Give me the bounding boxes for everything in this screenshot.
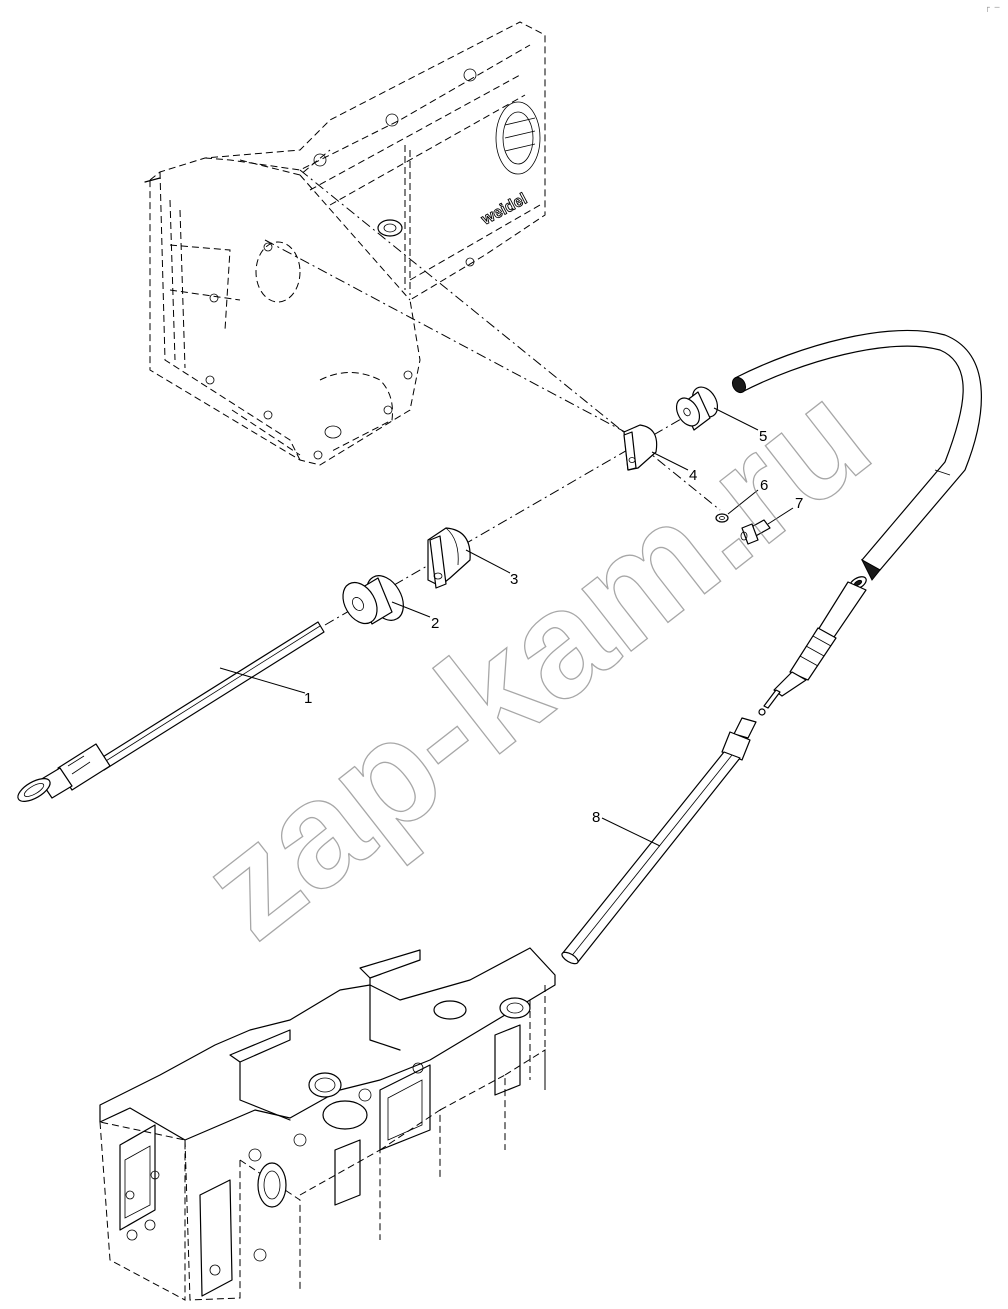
callout-1: 1 [304,690,312,707]
part-3-clamp [427,527,471,589]
part-4-clamp [623,424,658,471]
engine-housing: weidel [144,21,546,466]
logo-emblem: weidel [478,101,541,229]
part-6-washer [715,513,729,523]
callouts: 1 2 3 4 5 6 7 8 [219,407,803,847]
part-2-grommet [342,575,404,625]
callout-5: 5 [759,428,767,445]
callout-8: 8 [592,809,600,826]
callout-7: 7 [795,495,803,512]
corner-mark: ┌ ─ [985,3,1000,13]
callout-3: 3 [510,571,518,588]
watermark: zap-kam.ru [171,350,898,970]
logo-text: weidel [478,191,530,229]
part-5-grommet [675,386,719,431]
callout-6: 6 [760,477,768,494]
callout-4: 4 [689,467,697,484]
callout-2: 2 [431,615,439,632]
part-8-guide-tube [561,329,982,965]
part-7-bolt [740,519,771,545]
transmission-housing [99,947,556,1301]
part-1-dipstick [17,621,325,802]
